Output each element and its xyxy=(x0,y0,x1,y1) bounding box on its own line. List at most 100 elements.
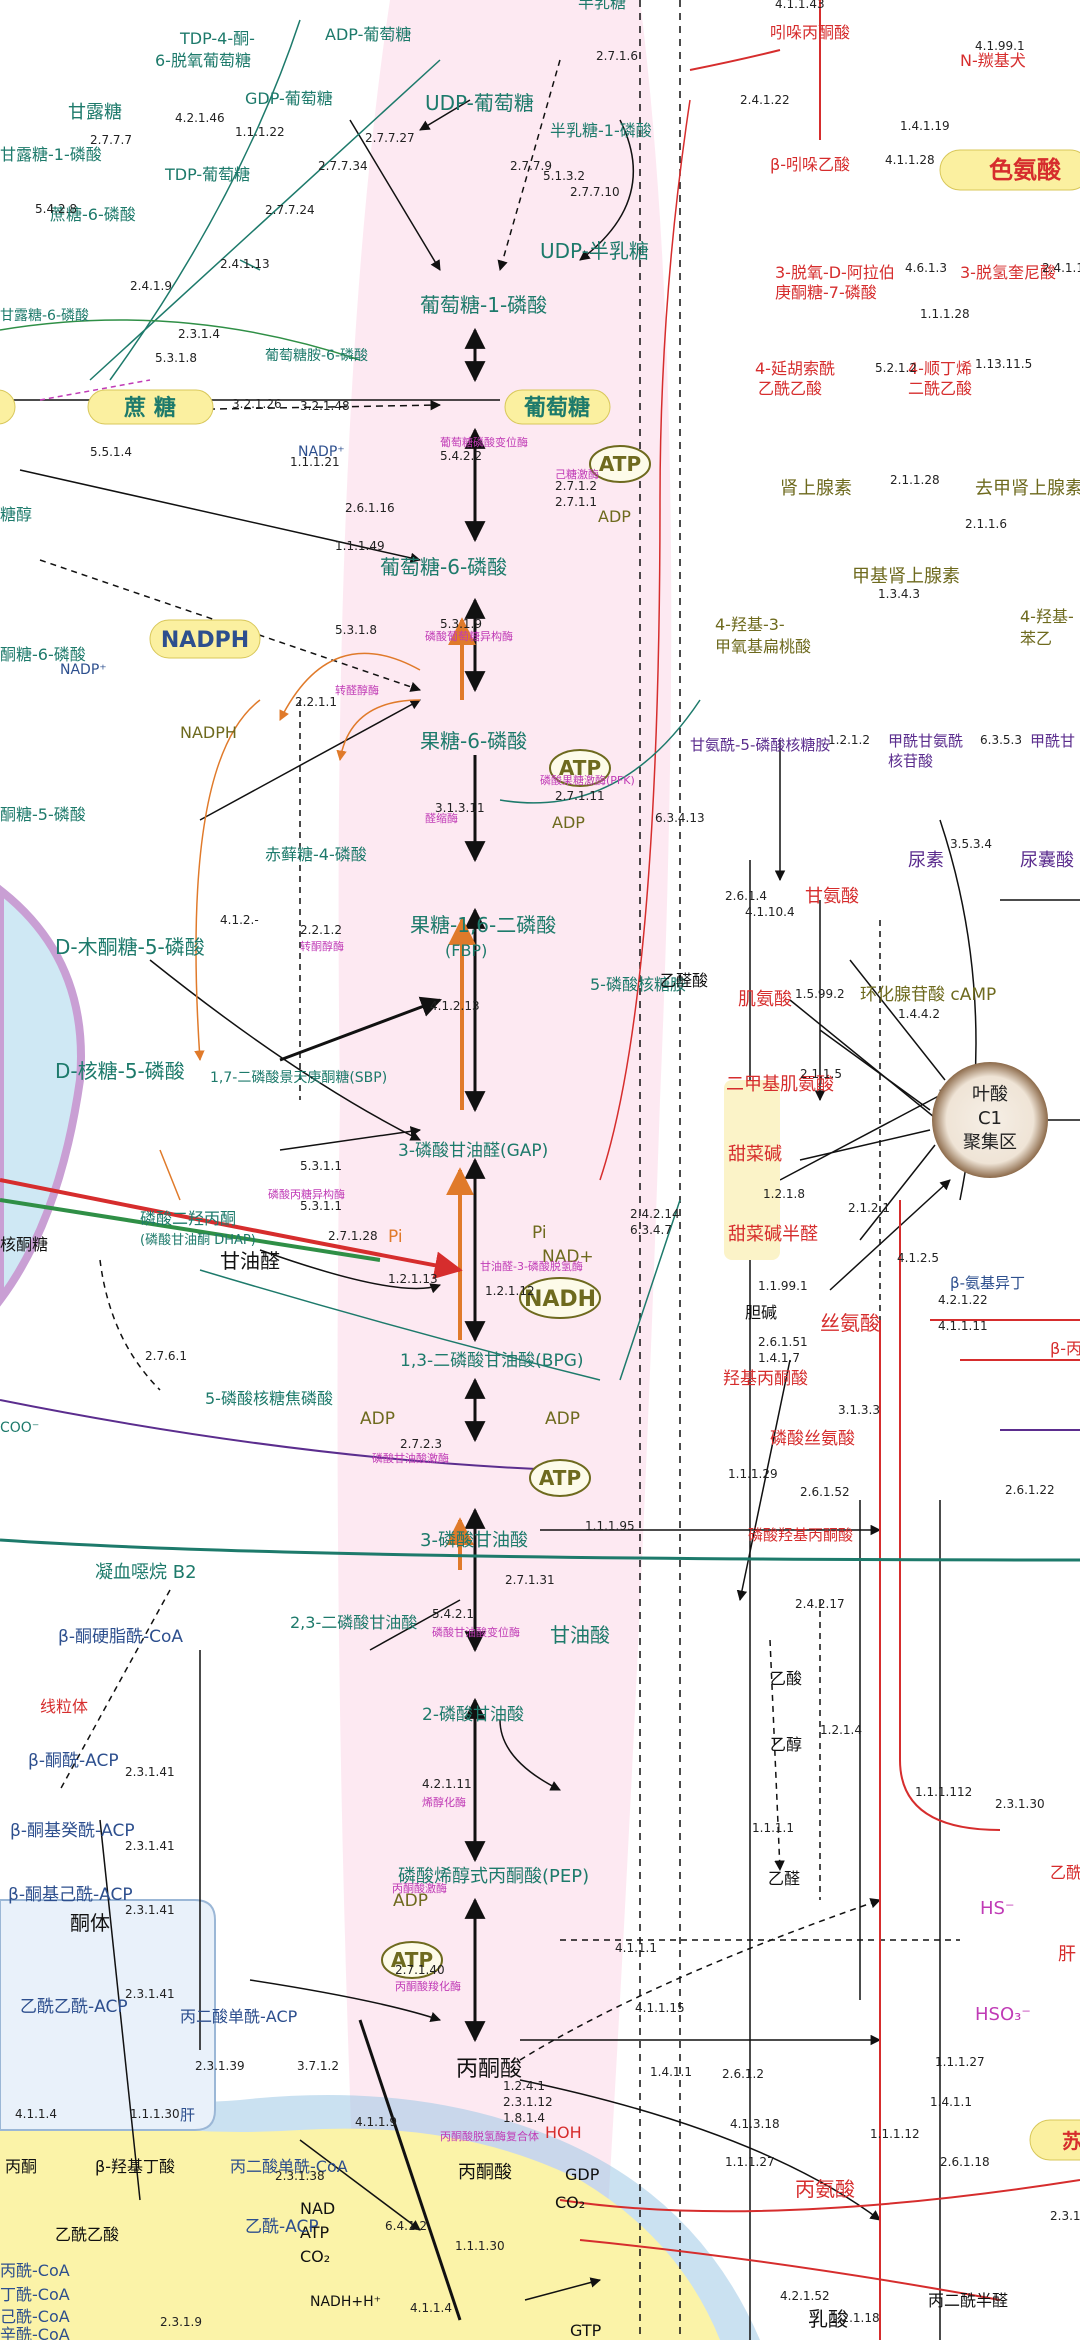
udp-glucose-label: UDP-葡萄糖 xyxy=(425,91,534,115)
svg-text:蔗 糖: 蔗 糖 xyxy=(123,395,176,421)
dhap-label: 磷酸二羟丙酮 xyxy=(140,1209,236,1228)
ec-label: 2.6.1.4 xyxy=(725,889,767,903)
ec-label: 1.4.1.7 xyxy=(758,1351,800,1365)
betaine-ald-label: 甜菜碱半醛 xyxy=(728,1224,818,1245)
phosphohp-label: 磷酸羟基丙酮酸 xyxy=(748,1526,853,1544)
tal-note: 转醛醇酶 xyxy=(335,683,379,697)
folate-hub[interactable]: 叶酸 C1 聚集区 xyxy=(932,1062,1048,1178)
atp-pill-pfk[interactable]: ATP xyxy=(549,749,611,787)
hydroxy3-label: 4-羟基- xyxy=(1020,607,1074,626)
glyceraldehyde-label: 甘油醛 xyxy=(220,1249,280,1273)
ec-label: 4.1.1.15 xyxy=(635,2001,685,2015)
glycinamide-label: 甘氨酰-5-磷酸核糖胺 xyxy=(690,736,830,754)
enolase-note: 烯醇化酶 xyxy=(422,1795,466,1809)
pool-label: 聚集区 xyxy=(963,1132,1017,1153)
b-ketoacyl-label: β-酮硬脂酰-CoA xyxy=(58,1627,183,1647)
nad-plus-label: NAD+ xyxy=(542,1247,594,1267)
b-keto-acp-label: β-酮酰-ACP xyxy=(28,1751,119,1771)
ec-label: 1.2.1.13 xyxy=(388,1272,438,1286)
ec-label: 2.7.1.31 xyxy=(505,1573,555,1587)
indole-lac-label: β-吲哚乙酸 xyxy=(770,155,850,174)
methylgly-label: 丙二酰半醛 xyxy=(928,2291,1008,2310)
ec-label: 4.1.10.4 xyxy=(745,905,795,919)
nadh-pill[interactable]: NADH xyxy=(519,1277,601,1319)
ec-label: 2.3.1.41 xyxy=(125,1839,175,1853)
atp-pill-pk[interactable]: ATP xyxy=(381,1941,443,1979)
ec-label: 2.1.1.5 xyxy=(800,1067,842,1081)
sarcosine-label: 肌氨酸 xyxy=(738,989,792,1010)
left-glut-label: 糖醇 xyxy=(0,505,32,524)
lipid-labels: β-酮硬脂酰-CoA β-酮酰-ACP β-酮基癸酰-ACP β-酮基己酰-AC… xyxy=(0,1420,348,2340)
nadhh-label: NADH+H⁺ xyxy=(310,2294,381,2310)
atp-small-label: ATP xyxy=(300,2223,329,2242)
ec-label: 2.3.1.41 xyxy=(125,1765,175,1779)
glc6p-label: 葡萄糖-6-磷酸 xyxy=(380,555,507,579)
ec-label: 4.1.1.43 xyxy=(775,0,825,11)
bpg-label: 1,3-二磷酸甘油酸(BPG) xyxy=(400,1351,584,1371)
ec-label: 2.7.7.9 xyxy=(510,159,552,173)
ec-label: 4.1.1.4 xyxy=(410,2301,452,2315)
ec-label: 1.1.1.29 xyxy=(728,1467,778,1481)
co2-label: CO₂ xyxy=(300,2247,330,2266)
svg-text:ATP: ATP xyxy=(539,1466,581,1490)
svg-text:ATP: ATP xyxy=(559,756,601,780)
tpi-note: 磷酸丙糖异构酶 xyxy=(268,1187,345,1201)
maleyl1-label: 4-顺丁烯 xyxy=(908,359,972,378)
ec-label: 2.4.1.13 xyxy=(220,257,270,271)
glyoxylate-label: 乙醛酸 xyxy=(660,971,708,990)
b-ketononyl-label: β-酮基癸酰-ACP xyxy=(10,1821,135,1841)
svg-text:NADPH: NADPH xyxy=(161,628,249,653)
sucrose-left-pill[interactable] xyxy=(0,389,16,425)
nmethyl-label: N-羰基犬 xyxy=(960,51,1026,70)
serine-label: 丝氨酸 xyxy=(820,1311,880,1335)
folate-hub-circle[interactable] xyxy=(932,1062,1048,1178)
left-coo-label: COO⁻ xyxy=(0,1420,39,1436)
left-lp-label: 酮糖-6-磷酸 xyxy=(0,645,86,664)
ec-label: 2.3.1.9 xyxy=(160,2315,202,2329)
acetone-label: 丙酮 xyxy=(5,2157,37,2176)
ec-label: 2.4.2.14 xyxy=(630,1207,680,1221)
hydroxypyr-label: 羟基丙酮酸 xyxy=(723,1369,808,1389)
ec-label: 1.1.1.12 xyxy=(870,2127,920,2141)
sucrose6p-label: 蔗糖-6-磷酸 xyxy=(50,205,136,224)
ec-label: 2.3.1.41 xyxy=(125,1987,175,2001)
folate-spokes xyxy=(799,959,1080,1241)
glycerate-label: 甘油酸 xyxy=(550,1623,610,1647)
tryptophan-pill[interactable]: 色氨酸 xyxy=(939,149,1080,191)
acetic-label: 乙酸 xyxy=(770,1669,802,1688)
ec-label: 1.3.4.3 xyxy=(878,587,920,601)
acetoacetate-label: 乙酰乙酸 xyxy=(55,2225,119,2244)
co2-b-label: CO₂ xyxy=(555,2193,585,2212)
nadph-pill[interactable]: NADPH xyxy=(149,619,261,659)
ec-label: 4.1.99.1 xyxy=(975,39,1025,53)
prpp-label: 5-磷酸核糖焦磷酸 xyxy=(205,1389,333,1408)
ec-label: 2.3.1.4 xyxy=(178,327,220,341)
aldolase-note: 醛缩酶 xyxy=(425,811,458,825)
nadp-plus2-label: NADP⁺ xyxy=(60,662,107,678)
atp-pill-top[interactable]: ATP xyxy=(589,445,651,483)
ec-label: 5.2.1.2 xyxy=(875,361,917,375)
ec-label: 2.1.1.6 xyxy=(965,517,1007,531)
hydroxy1-label: 4-羟基-3- xyxy=(715,615,785,634)
ec-label: 2.3.1.41 xyxy=(125,1903,175,1917)
glucose-pill[interactable]: 葡萄糖 xyxy=(504,389,611,425)
ec-label: 1.1.99.1 xyxy=(758,1279,808,1293)
sucrose-pill[interactable]: 蔗 糖 xyxy=(87,389,214,425)
ec-label: 1.1.1.95 xyxy=(585,1519,635,1533)
atp-pill-pgk[interactable]: ATP xyxy=(529,1459,591,1497)
b-amino-label: β-氨基异丁 xyxy=(950,1274,1025,1292)
pi-orange-label: Pi xyxy=(388,1227,403,1247)
ec-label: 1.1.1.1 xyxy=(752,1821,794,1835)
ec-label: 2.7.1.1 xyxy=(555,495,597,509)
svg-text:色氨酸: 色氨酸 xyxy=(989,156,1062,184)
ec-label: 1.2.1.4 xyxy=(820,1723,862,1737)
ec-label: 1.1.1.112 xyxy=(915,1785,972,1799)
tdp-dg2-label: 6-脱氧葡萄糖 xyxy=(155,51,251,70)
ec-label: 1.1.1.30 xyxy=(130,2107,180,2121)
adp-pgk-right-label: ADP xyxy=(545,1409,580,1429)
ec-label: 2.1.1.28 xyxy=(890,473,940,487)
hoh-label: HOH xyxy=(545,2123,582,2142)
cofactor-labels: ADP ADP Pi Pi NAD+ ADP ADP ADP NADP⁺ NAD… xyxy=(60,444,631,2340)
su-pill[interactable]: 苏 xyxy=(1029,2119,1080,2161)
